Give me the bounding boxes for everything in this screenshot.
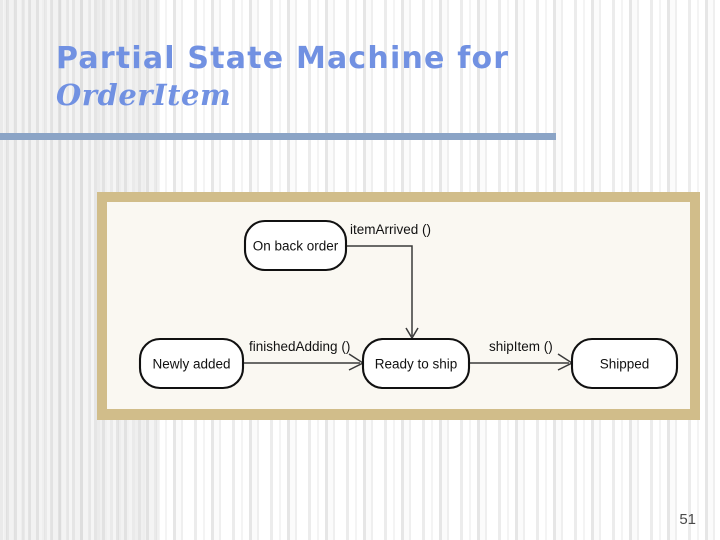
transition-item-arrived bbox=[346, 245, 419, 340]
transition-label-ship-item: shipItem () bbox=[489, 339, 553, 354]
diagram-canvas: On back order Newly added Ready to ship … bbox=[107, 202, 690, 409]
transition-ship-item bbox=[469, 353, 574, 371]
page-title-line1: Partial State Machine for bbox=[56, 41, 510, 76]
state-ready-to-ship[interactable]: Ready to ship bbox=[361, 337, 471, 390]
diagram-frame: On back order Newly added Ready to ship … bbox=[97, 192, 700, 420]
transition-label-finished-adding: finishedAdding () bbox=[249, 339, 350, 354]
state-label-on-back-order: On back order bbox=[253, 239, 339, 254]
state-on-back-order[interactable]: On back order bbox=[243, 219, 348, 272]
state-label-newly-added: Newly added bbox=[152, 357, 230, 372]
state-label-shipped: Shipped bbox=[600, 357, 650, 372]
transition-label-item-arrived: itemArrived () bbox=[350, 222, 431, 237]
state-shipped[interactable]: Shipped bbox=[570, 337, 679, 390]
transition-finished-adding bbox=[243, 353, 365, 371]
state-newly-added[interactable]: Newly added bbox=[138, 337, 245, 390]
page-number: 51 bbox=[679, 511, 696, 528]
title-divider bbox=[0, 133, 556, 140]
page-title-line2: OrderItem bbox=[56, 78, 232, 112]
page-title: Partial State Machine for OrderItem bbox=[56, 44, 616, 110]
state-label-ready-to-ship: Ready to ship bbox=[375, 357, 458, 372]
